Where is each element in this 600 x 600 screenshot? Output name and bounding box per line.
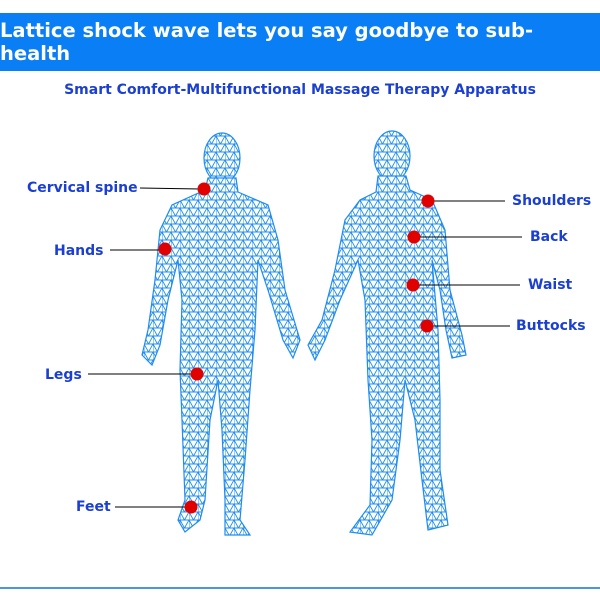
- pointer-lines: [88, 187, 522, 508]
- bottom-divider: [0, 587, 600, 589]
- banner-title: Lattice shock wave lets you say goodbye …: [0, 19, 534, 65]
- label-legs: Legs: [45, 367, 82, 383]
- label-back: Back: [530, 229, 568, 245]
- label-hands: Hands: [54, 243, 104, 259]
- feet-dot: [184, 500, 198, 514]
- shoulders-dot: [421, 194, 435, 208]
- label-feet: Feet: [76, 499, 111, 515]
- waist-dot: [406, 278, 420, 292]
- label-buttocks: Buttocks: [516, 318, 586, 334]
- back-dot: [407, 230, 421, 244]
- label-waist: Waist: [528, 277, 573, 293]
- label-cervical-spine: Cervical spine: [27, 180, 138, 196]
- cervical-spine-dot: [197, 182, 211, 196]
- hands-dot: [158, 242, 172, 256]
- product-subtitle: Smart Comfort-Multifunctional Massage Th…: [64, 82, 536, 98]
- back-body-figure: [307, 130, 467, 536]
- legs-dot: [190, 367, 204, 381]
- front-body-figure: [141, 132, 301, 536]
- buttocks-dot: [420, 319, 434, 333]
- label-shoulders: Shoulders: [512, 193, 592, 209]
- header-banner: Lattice shock wave lets you say goodbye …: [0, 13, 600, 71]
